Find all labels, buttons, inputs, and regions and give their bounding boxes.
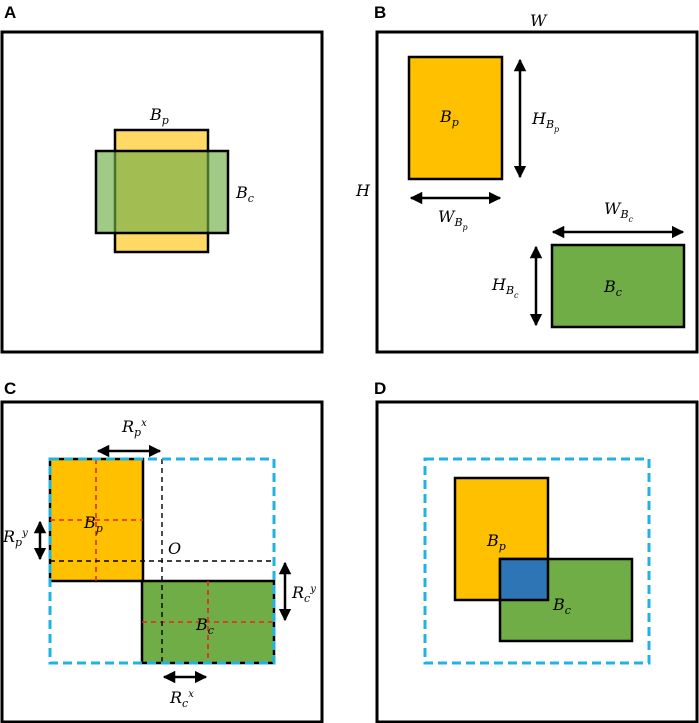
panel-a: A Bp Bc bbox=[0, 3, 324, 354]
panel-c-origin-label: O bbox=[168, 539, 181, 558]
panel-letter-c: C bbox=[4, 379, 16, 398]
panel-letter-a: A bbox=[4, 3, 16, 22]
panel-a-frame bbox=[0, 30, 324, 354]
panel-c-bp-label: Bp bbox=[83, 513, 103, 535]
panel-a-bp-label: Bp bbox=[149, 105, 169, 127]
panel-c-rcy-label: Rcy bbox=[291, 583, 316, 605]
panel-b-frame bbox=[375, 30, 699, 354]
panel-d-bp-label: Bp bbox=[486, 531, 506, 553]
panel-c-rpy-label: Rpy bbox=[2, 527, 28, 549]
panel-d-bc-label: Bc bbox=[552, 595, 571, 617]
panel-b-bp-box bbox=[407, 55, 504, 181]
panel-c: C O Bp Bc Rpx Rpy Rcy Rcx bbox=[0, 379, 324, 723]
panel-b-bp-label: Bp bbox=[439, 107, 459, 129]
panel-c-rcx-label: Rcx bbox=[169, 688, 194, 710]
panel-d-intersection-box bbox=[498, 557, 550, 602]
panel-b-hbp-label: HBp bbox=[531, 109, 559, 134]
panel-b-hbc-label: HBc bbox=[491, 275, 519, 300]
panel-b-wbp-label: WBp bbox=[438, 207, 468, 232]
panel-a-bc-box bbox=[94, 149, 230, 235]
panel-a-bc-label: Bc bbox=[235, 183, 254, 205]
panel-b-height-label: H bbox=[355, 181, 371, 200]
panel-letter-b: B bbox=[374, 3, 386, 22]
panel-c-rpx-label: Rpx bbox=[121, 417, 147, 439]
panel-letter-d: D bbox=[374, 379, 386, 398]
panel-d-frame bbox=[375, 400, 699, 723]
panel-d: D Bp Bc bbox=[374, 379, 699, 723]
panel-b-bc-label: Bc bbox=[603, 277, 622, 299]
panel-c-frame bbox=[0, 400, 324, 723]
panel-b-width-label: W bbox=[530, 11, 548, 30]
panel-b-bc-box bbox=[550, 243, 686, 329]
panel-d-union-box bbox=[423, 457, 651, 665]
panel-b-wbc-label: WBc bbox=[604, 199, 634, 224]
panel-b: B W H Bp HBp WBp WBc Bc HBc bbox=[355, 3, 699, 354]
panel-c-union-box bbox=[48, 457, 276, 665]
panel-c-bc-label: Bc bbox=[195, 615, 214, 637]
